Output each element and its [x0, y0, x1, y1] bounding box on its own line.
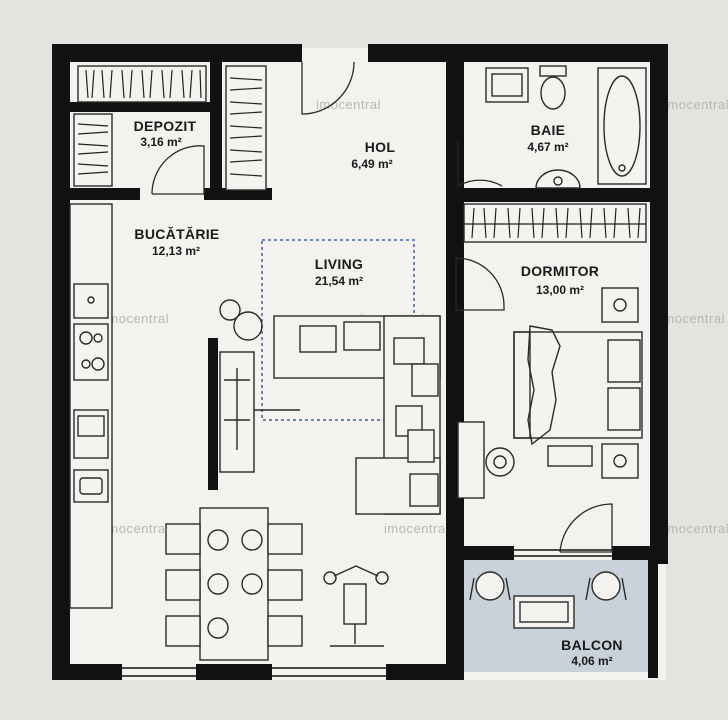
- kitchen-counter: [69, 203, 113, 609]
- balcony-furniture: [469, 571, 627, 629]
- watermark: imocentral: [316, 97, 381, 112]
- room-area-living: 21,54 m²: [315, 274, 363, 288]
- bedroom-wardrobe: [463, 203, 647, 243]
- watermark: imocentral: [384, 521, 449, 536]
- windows: [122, 549, 612, 677]
- exercise-bike: [323, 565, 389, 647]
- room-name-depozit: DEPOZIT: [134, 118, 197, 134]
- room-name-balcon: BALCON: [561, 637, 623, 653]
- bed: [457, 287, 643, 499]
- dining-table: [165, 507, 303, 661]
- watermark: imocentral: [664, 521, 728, 536]
- watermark: imocentral: [660, 311, 725, 326]
- room-name-bucatarie: BUCĂTĂRIE: [134, 226, 219, 242]
- watermark: imocentral: [104, 311, 169, 326]
- sectional-sofa: [250, 315, 441, 515]
- room-area-hol: 6,49 m²: [351, 157, 392, 171]
- doors: [151, 61, 613, 553]
- room-area-depozit: 3,16 m²: [140, 135, 181, 149]
- room-name-hol: HOL: [365, 139, 396, 155]
- bathroom-fixtures: [485, 65, 647, 189]
- room-area-bucatarie: 12,13 m²: [152, 244, 200, 258]
- room-area-dormitor: 13,00 m²: [536, 283, 584, 297]
- watermark: imocentral: [664, 97, 728, 112]
- room-name-dormitor: DORMITOR: [521, 263, 599, 279]
- watermark: imocentral: [104, 521, 169, 536]
- room-name-living: LIVING: [315, 256, 363, 272]
- storage-shelves: [73, 65, 267, 191]
- room-area-balcon: 4,06 m²: [571, 654, 612, 668]
- room-area-baie: 4,67 m²: [527, 140, 568, 154]
- tv-unit: [208, 299, 263, 490]
- walls: [52, 44, 668, 680]
- room-name-baie: BAIE: [531, 122, 566, 138]
